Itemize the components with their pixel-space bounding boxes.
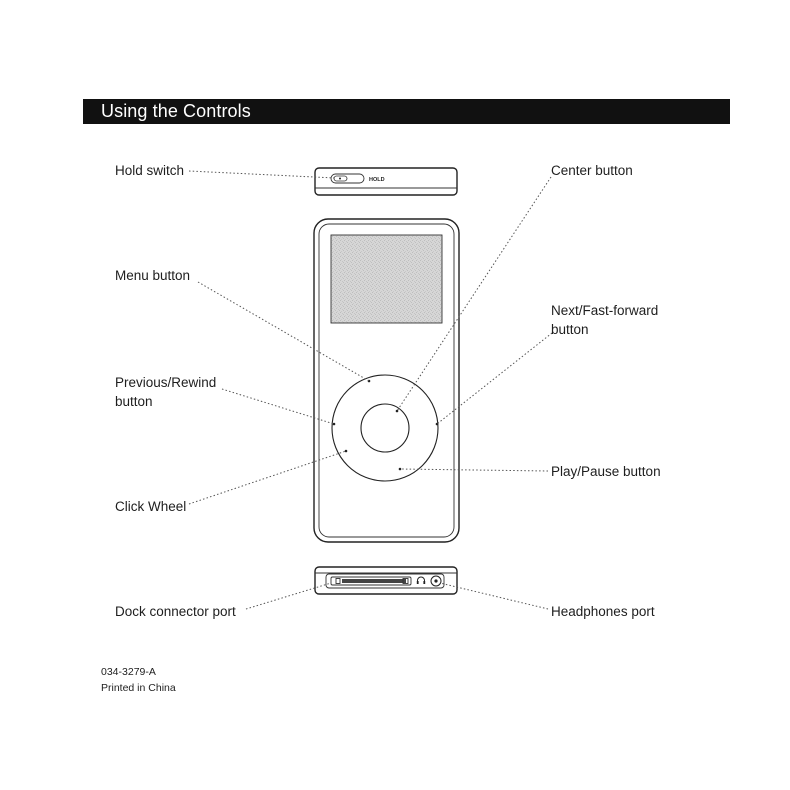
device-top-edge: HOLD [315,168,457,195]
label-headphones-port: Headphones port [551,602,655,621]
label-next-fast-forward-line1: Next/Fast-forward [551,301,658,320]
center-button[interactable] [361,404,409,452]
display-screen [331,235,442,323]
label-previous-rewind-line1: Previous/Rewind [115,373,216,392]
device-front [314,219,459,542]
label-previous-rewind-line2: button [115,392,216,411]
click-wheel-point [345,450,348,453]
label-previous-rewind: Previous/Rewind button [115,373,216,411]
label-play-pause-button: Play/Pause button [551,462,661,481]
part-number: 034-3279-A [101,665,156,679]
label-hold-switch: Hold switch [115,161,184,180]
label-next-fast-forward-line2: button [551,320,658,339]
headphones-jack-icon [434,579,437,582]
hold-label: HOLD [369,177,385,183]
label-click-wheel: Click Wheel [115,497,186,516]
previous-rewind-button[interactable] [333,423,336,426]
label-menu-button: Menu button [115,266,190,285]
label-next-fast-forward: Next/Fast-forward button [551,301,658,339]
device-bottom-edge [315,567,457,594]
hold-indicator-dot [339,178,341,180]
label-center-button: Center button [551,161,633,180]
label-dock-connector-port: Dock connector port [115,602,236,621]
dock-connector-icon [342,579,406,583]
printed-in: Printed in China [101,681,176,695]
